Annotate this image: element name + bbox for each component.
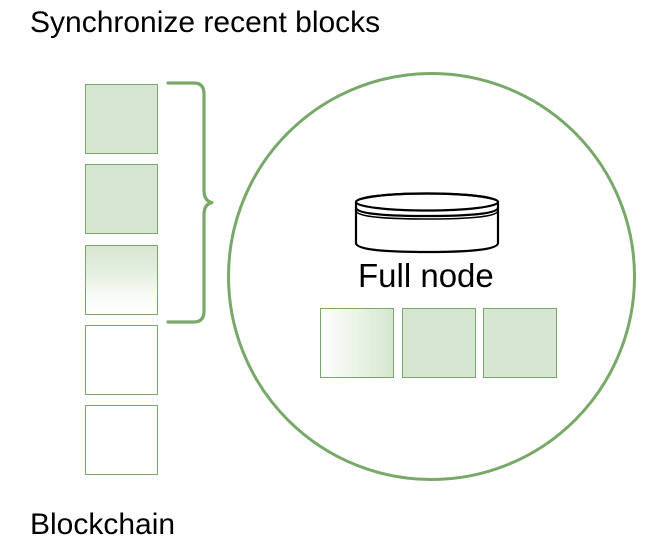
database-cylinder-icon (354, 192, 500, 254)
blockchain-block-4 (85, 325, 158, 395)
page-title: Synchronize recent blocks (30, 6, 381, 39)
node-block-1 (320, 308, 394, 378)
full-node-label: Full node (358, 257, 494, 294)
blockchain-block-5 (85, 405, 158, 475)
blockchain-block-1 (85, 84, 158, 154)
full-node-circle (227, 72, 636, 481)
blockchain-block-2 (85, 164, 158, 234)
blockchain-label: Blockchain (30, 508, 176, 541)
node-block-3 (483, 308, 557, 378)
brace-icon (166, 81, 214, 324)
blockchain-block-3 (85, 245, 158, 315)
node-block-2 (402, 308, 476, 378)
